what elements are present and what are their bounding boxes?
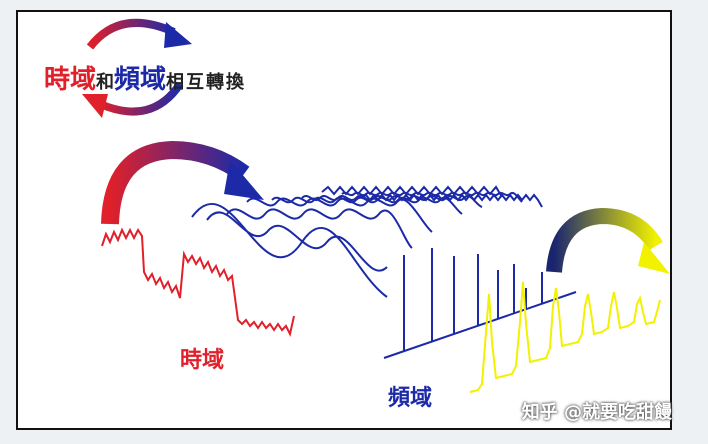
title-and: 和 — [96, 72, 115, 93]
yellow-spectrum-peaks — [469, 281, 661, 393]
arrow-spectrum-icon — [546, 207, 670, 274]
time-signal-waveform — [101, 227, 295, 337]
frequency-spectrum-lines — [383, 248, 577, 359]
cycle-arrows-icon — [82, 18, 192, 118]
time-domain-label: 時域 — [180, 347, 225, 373]
figure-frame: 時域和頻域相互轉換 時域 頻域 — [16, 10, 672, 430]
freq-domain-label: 頻域 — [388, 385, 433, 411]
watermark-text: 知乎 @就要吃甜饅 — [521, 402, 672, 423]
title-rest: 相互轉換 — [166, 72, 247, 93]
diagram-title: 時域和頻域相互轉換 — [44, 59, 246, 96]
title-freq-domain: 頻域 — [114, 65, 167, 95]
diagram-canvas — [82, 18, 670, 393]
title-time-domain: 時域 — [44, 65, 97, 95]
sine-wave-components — [191, 185, 543, 298]
page-margin — [672, 0, 708, 444]
arrow-time-to-waves-icon — [101, 140, 264, 225]
